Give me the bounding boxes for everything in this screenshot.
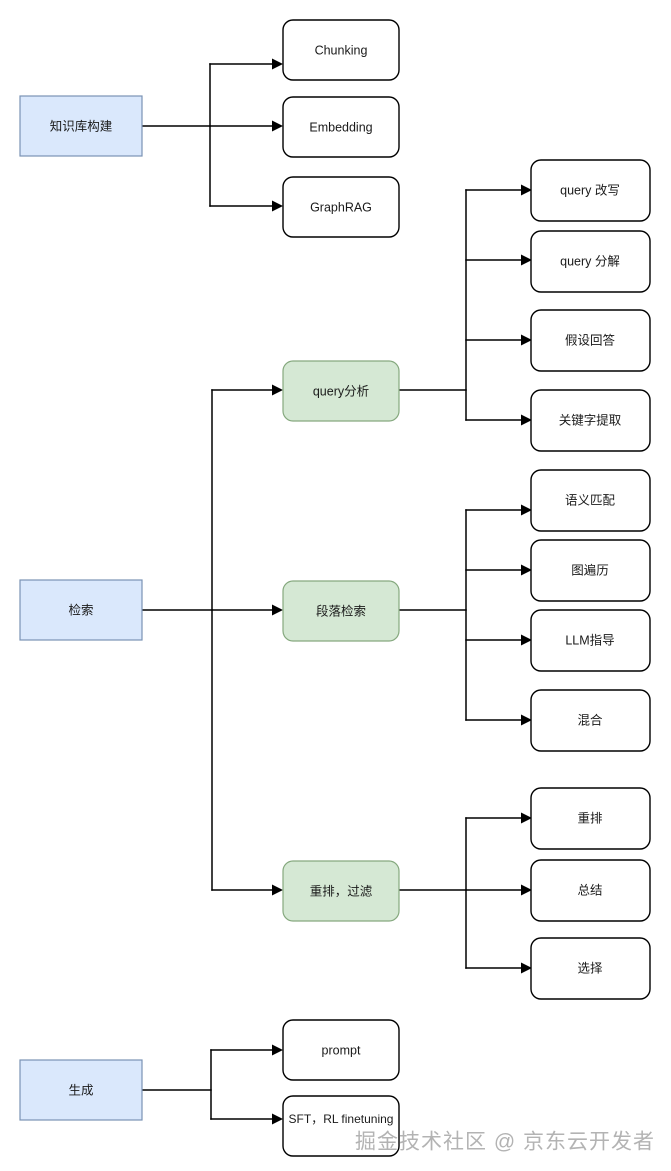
kb-build-label: 知识库构建: [50, 118, 113, 133]
arrow-head-graphrag: [272, 200, 283, 212]
retrieval-box[interactable]: [19, 579, 143, 641]
arrow-head-llm-guidance: [521, 634, 532, 646]
sft-rl-label: SFT，RL finetuning: [289, 1112, 394, 1126]
node-embedding[interactable]: Embedding: [282, 96, 400, 158]
edges-generation: [141, 1044, 283, 1125]
arrow-head-chunking: [272, 58, 283, 70]
select-box[interactable]: [530, 937, 651, 1000]
query-analysis-box[interactable]: [282, 360, 400, 422]
select-label: 选择: [577, 961, 603, 975]
hybrid-label: 混合: [577, 712, 603, 727]
edges-kb-build: [141, 58, 283, 212]
node-query-rewrite[interactable]: query 改写: [530, 159, 651, 222]
semantic-match-label: 语义匹配: [565, 493, 616, 507]
node-hypothetical-answer[interactable]: 假设回答: [530, 309, 651, 372]
retrieval-label: 检索: [68, 602, 93, 617]
edges-retrieval: [141, 384, 283, 896]
rerank-filter-box[interactable]: [282, 860, 400, 922]
edges-passage-retrieval: [398, 504, 532, 726]
prompt-box[interactable]: [282, 1019, 400, 1081]
passage-retrieval-box[interactable]: [282, 580, 400, 642]
node-semantic-match[interactable]: 语义匹配: [530, 469, 651, 532]
node-generation[interactable]: 生成: [19, 1059, 143, 1121]
arrow-head-query-rewrite: [521, 184, 532, 196]
embedding-label: Embedding: [309, 120, 372, 134]
keyword-extraction-label: 关键字提取: [559, 412, 622, 427]
node-summarize[interactable]: 总结: [530, 859, 651, 922]
semantic-match-box[interactable]: [530, 469, 651, 532]
node-sft-rl[interactable]: SFT，RL finetuning: [282, 1095, 400, 1157]
arrow-head-summarize: [521, 884, 532, 896]
sft-rl-box[interactable]: [282, 1095, 400, 1157]
arrow-head-rerank: [521, 812, 532, 824]
node-query-decompose[interactable]: query 分解: [530, 230, 651, 293]
edges-rerank-filter: [398, 812, 532, 974]
node-keyword-extraction[interactable]: 关键字提取: [530, 389, 651, 452]
node-graphrag[interactable]: GraphRAG: [282, 176, 400, 238]
llm-guidance-box[interactable]: [530, 609, 651, 672]
node-kb-build[interactable]: 知识库构建: [19, 95, 143, 157]
arrow-head-embedding: [272, 120, 283, 132]
node-passage-retrieval[interactable]: 段落检索: [282, 580, 400, 642]
embedding-box[interactable]: [282, 96, 400, 158]
generation-label: 生成: [68, 1083, 93, 1097]
prompt-label: prompt: [322, 1043, 361, 1057]
node-select[interactable]: 选择: [530, 937, 651, 1000]
node-rerank-filter[interactable]: 重排，过滤: [282, 860, 400, 922]
hybrid-box[interactable]: [530, 689, 651, 752]
llm-guidance-label: LLM指导: [565, 632, 614, 647]
graphrag-label: GraphRAG: [310, 200, 372, 214]
hypothetical-answer-box[interactable]: [530, 309, 651, 372]
arrow-head-passage-retrieval: [272, 604, 283, 616]
chunking-box[interactable]: [282, 19, 400, 81]
query-rewrite-box[interactable]: [530, 159, 651, 222]
hypothetical-answer-label: 假设回答: [565, 332, 616, 347]
arrow-head-graph-traversal: [521, 564, 532, 576]
query-rewrite-label: query 改写: [560, 183, 620, 197]
node-llm-guidance[interactable]: LLM指导: [530, 609, 651, 672]
arrow-head-semantic-match: [521, 504, 532, 516]
arrow-head-rerank-filter: [272, 884, 283, 896]
summarize-label: 总结: [577, 883, 602, 897]
arrow-head-keyword-extraction: [521, 414, 532, 426]
node-prompt[interactable]: prompt: [282, 1019, 400, 1081]
arrow-head-hypothetical-answer: [521, 334, 532, 346]
chunking-label: Chunking: [315, 43, 368, 57]
arrow-head-hybrid: [521, 714, 532, 726]
arrow-head-query-decompose: [521, 254, 532, 266]
query-decompose-label: query 分解: [560, 254, 620, 268]
passage-retrieval-label: 段落检索: [316, 603, 366, 618]
node-hybrid[interactable]: 混合: [530, 689, 651, 752]
edges-query-analysis: [398, 184, 532, 426]
node-chunking[interactable]: Chunking: [282, 19, 400, 81]
rerank-label: 重排: [577, 810, 603, 825]
rerank-filter-label: 重排，过滤: [310, 883, 373, 898]
watermark: 掘金技术社区 @ 京东云开发者: [355, 1131, 655, 1154]
node-graph-traversal[interactable]: 图遍历: [530, 539, 651, 602]
graph-traversal-box[interactable]: [530, 539, 651, 602]
keyword-extraction-box[interactable]: [530, 389, 651, 452]
query-decompose-box[interactable]: [530, 230, 651, 293]
query-analysis-label: query分析: [313, 384, 369, 398]
node-query-analysis[interactable]: query分析: [282, 360, 400, 422]
summarize-box[interactable]: [530, 859, 651, 922]
arrow-head-select: [521, 962, 532, 974]
generation-box[interactable]: [19, 1059, 143, 1121]
graphrag-box[interactable]: [282, 176, 400, 238]
node-retrieval[interactable]: 检索: [19, 579, 143, 641]
rerank-box[interactable]: [530, 787, 651, 850]
arrow-head-sft-rl: [272, 1113, 283, 1125]
arrow-head-prompt: [272, 1044, 283, 1056]
arrow-head-query-analysis: [272, 384, 283, 396]
graph-traversal-label: 图遍历: [571, 563, 609, 577]
node-rerank[interactable]: 重排: [530, 787, 651, 850]
kb-build-box[interactable]: [19, 95, 143, 157]
